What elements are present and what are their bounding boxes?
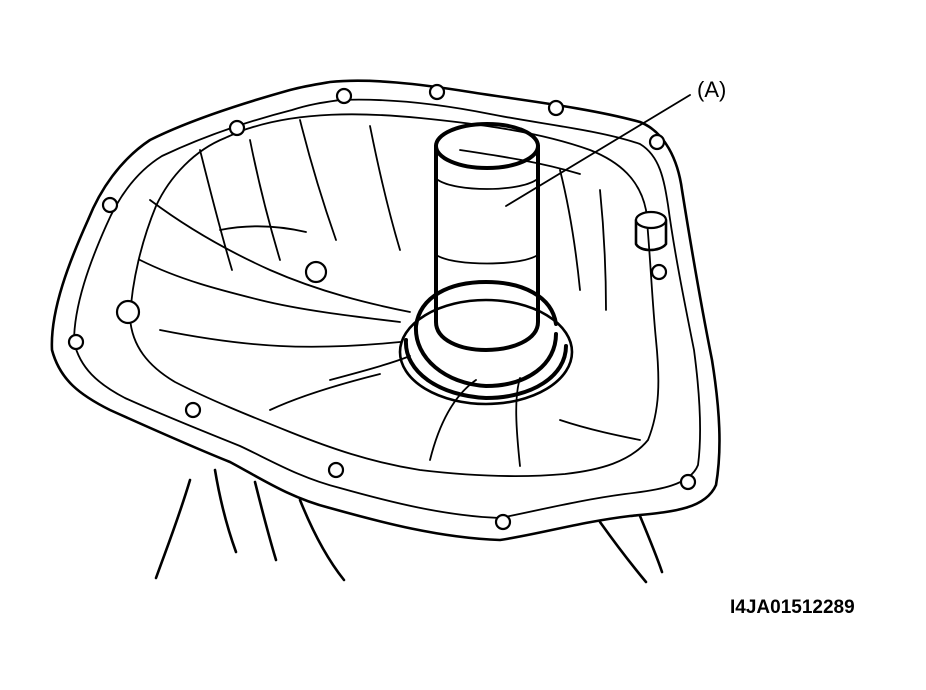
housing-lower-body — [154, 468, 664, 584]
callout-leader-line — [505, 94, 691, 207]
shaft-bearing-rings — [398, 280, 574, 406]
dowel-boss — [634, 210, 668, 252]
callout-label: (A) — [697, 77, 726, 102]
housing-ribs — [139, 119, 641, 467]
housing-inner-cavity — [129, 113, 660, 477]
flange-bolt-holes — [67, 83, 697, 531]
housing-outer-flange — [50, 79, 721, 542]
output-shaft — [434, 122, 540, 352]
figure-id: I4JA01512289 — [730, 597, 855, 618]
